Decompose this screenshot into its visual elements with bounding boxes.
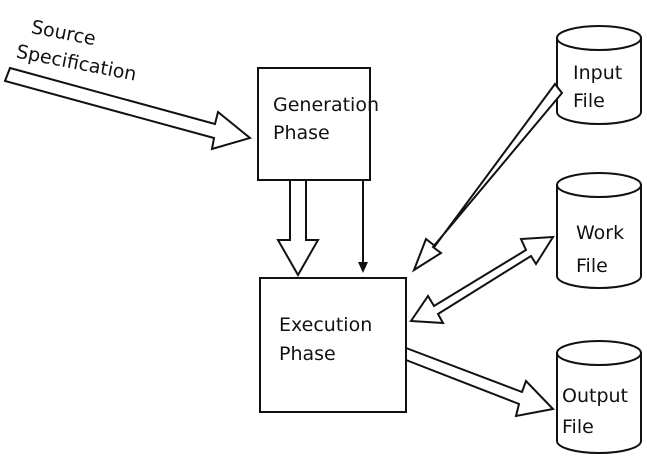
execution-work-file-arrow: [409, 235, 555, 325]
execution-label-line2: Phase: [279, 343, 336, 365]
work-file-label-line1: Work: [576, 222, 624, 244]
output-file-cylinder: [556, 340, 642, 454]
execution-to-output-arrow: [405, 346, 556, 418]
work-file-label-line2: File: [576, 255, 608, 277]
source-to-generation-arrow: [3, 66, 253, 151]
input-to-execution-arrow: [411, 82, 564, 273]
output-file-label-line1: Output: [562, 385, 628, 407]
execution-phase-box: [259, 277, 407, 413]
execution-label-line1: Execution: [279, 314, 372, 336]
generation-label-line2: Phase: [273, 122, 330, 144]
input-file-cylinder: [556, 25, 642, 125]
input-file-label-line1: Input: [573, 62, 622, 84]
input-file-label-line2: File: [573, 90, 605, 112]
generation-to-execution-line-head: [358, 262, 368, 273]
generation-label-line1: Generation: [273, 94, 379, 116]
output-file-label-line2: File: [562, 416, 594, 438]
generation-phase-box: [257, 67, 371, 181]
work-file-cylinder: [556, 172, 642, 289]
generation-to-execution-arrow: [276, 179, 320, 278]
